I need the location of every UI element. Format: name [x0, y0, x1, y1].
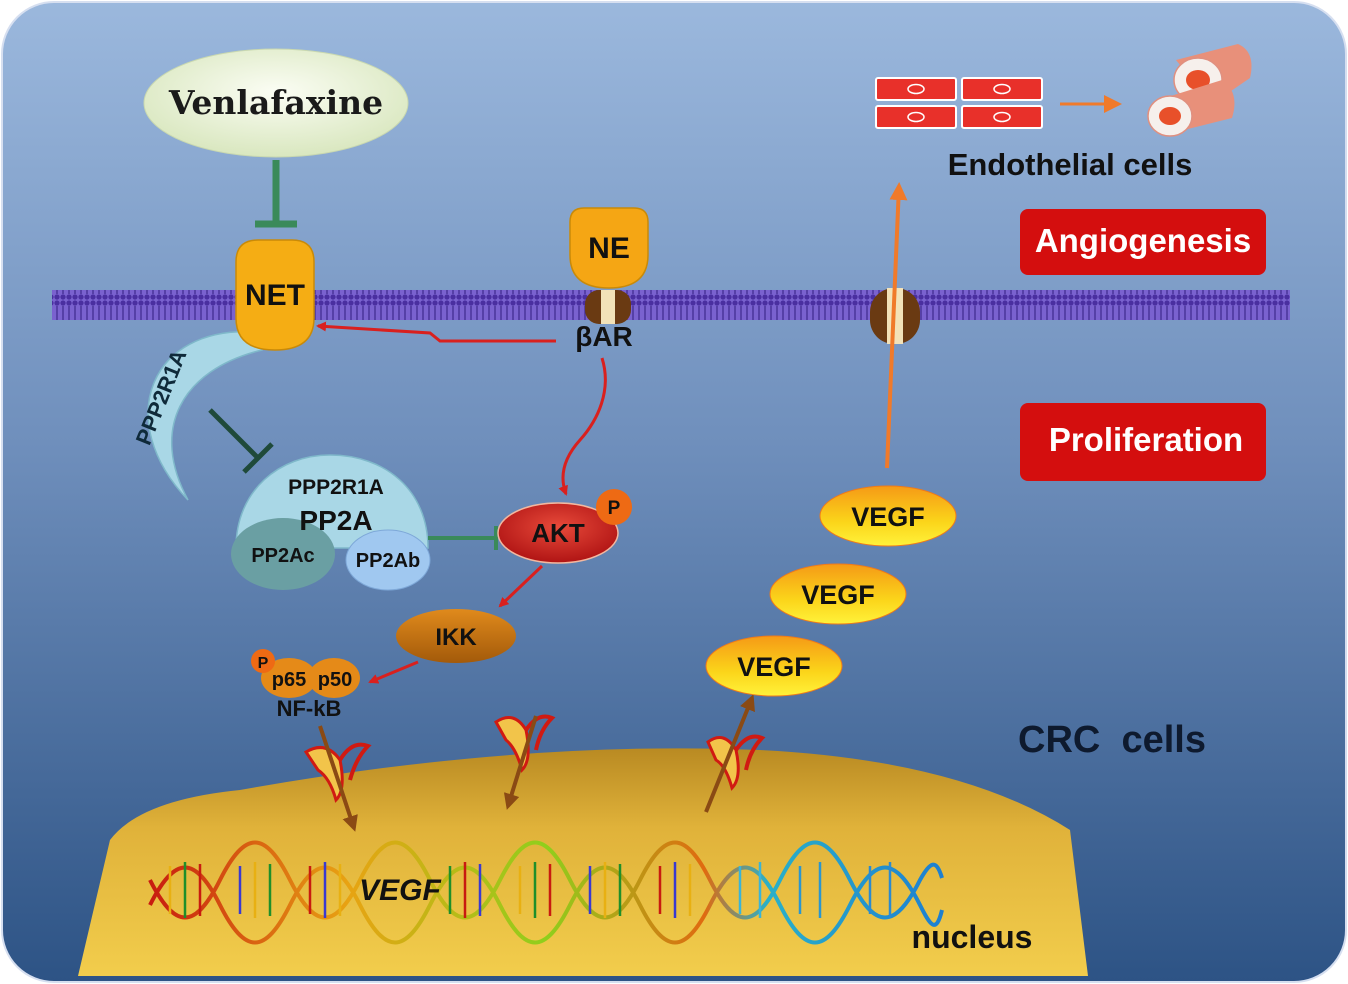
ne-ligand — [569, 207, 649, 289]
p50-node — [308, 658, 360, 698]
pp2a-label: PP2A — [299, 505, 372, 536]
vegf-protein-2 — [769, 563, 907, 625]
arrow-bar-akt — [558, 357, 607, 496]
arrow-bar-net — [316, 321, 556, 343]
net-transporter — [235, 239, 315, 351]
ne-label: NE — [588, 232, 630, 265]
pp2ab-label: PP2Ab — [356, 550, 420, 572]
beta-ar-receptor — [585, 290, 631, 324]
blood-vessel-icon — [1147, 44, 1252, 137]
arrow-nfkb-dna — [318, 725, 358, 832]
beta-ar-label: βAR — [575, 321, 633, 352]
nfkb-label: NF-kB — [277, 696, 342, 721]
akt-node — [497, 502, 619, 564]
p65-phospho — [251, 649, 275, 673]
akt-label: AKT — [531, 518, 585, 548]
endothelial-cells-label: Endothelial cells — [948, 147, 1193, 182]
arrow-akt-ikk — [498, 564, 544, 608]
p65-label: p65 — [272, 669, 306, 691]
venlafaxine-ellipse — [143, 48, 409, 158]
vegf-protein-1 — [705, 635, 843, 697]
angiogenesis-box — [1020, 209, 1266, 275]
pp2a-ppp2r1a-label: PPP2R1A — [288, 476, 384, 499]
proliferation-box — [1020, 403, 1266, 481]
arrow-vegf-export — [704, 694, 755, 813]
pp2ac-label: PP2Ac — [251, 545, 314, 567]
akt-phospho-label: P — [608, 498, 621, 519]
ppp2r1a-arc — [147, 331, 263, 501]
arrow-vegf-secretion — [885, 182, 908, 469]
vegf-protein-2-label: VEGF — [801, 580, 875, 610]
nucleus-body — [78, 748, 1088, 976]
vegf-gene-dna — [148, 840, 944, 945]
pp2ac-subunit — [231, 518, 335, 590]
p65-phospho-label: P — [258, 655, 269, 672]
akt-phospho — [596, 489, 632, 525]
vegf-protein-3-label: VEGF — [851, 502, 925, 532]
arrow-ikk-nfkb — [368, 660, 419, 684]
pp2ab-subunit — [345, 529, 431, 591]
endothelial-cells-icon — [875, 77, 1043, 129]
inhibition-pp2a-akt — [428, 526, 498, 550]
crc-cells-label: CRC cells — [1018, 719, 1206, 761]
arrow-pore-2 — [503, 715, 538, 810]
vegf-protein-1-label: VEGF — [737, 652, 811, 682]
venlafaxine-label: Venlafaxine — [168, 83, 383, 122]
ikk-label: IKK — [435, 624, 477, 651]
vegf-protein-3 — [819, 485, 957, 547]
angiogenesis-label: Angiogenesis — [1035, 222, 1251, 259]
proliferation-label: Proliferation — [1049, 421, 1243, 458]
nucleus-label: nucleus — [912, 919, 1033, 955]
net-label: NET — [245, 279, 305, 312]
p65-node — [261, 658, 317, 698]
p50-label: p50 — [318, 669, 352, 691]
inhibition-ppp2r1a-pp2a — [208, 408, 274, 474]
inhibition-venlafaxine-net — [255, 160, 297, 228]
vegf-gene-label: VEGF — [359, 874, 441, 907]
ikk-node — [396, 609, 516, 663]
